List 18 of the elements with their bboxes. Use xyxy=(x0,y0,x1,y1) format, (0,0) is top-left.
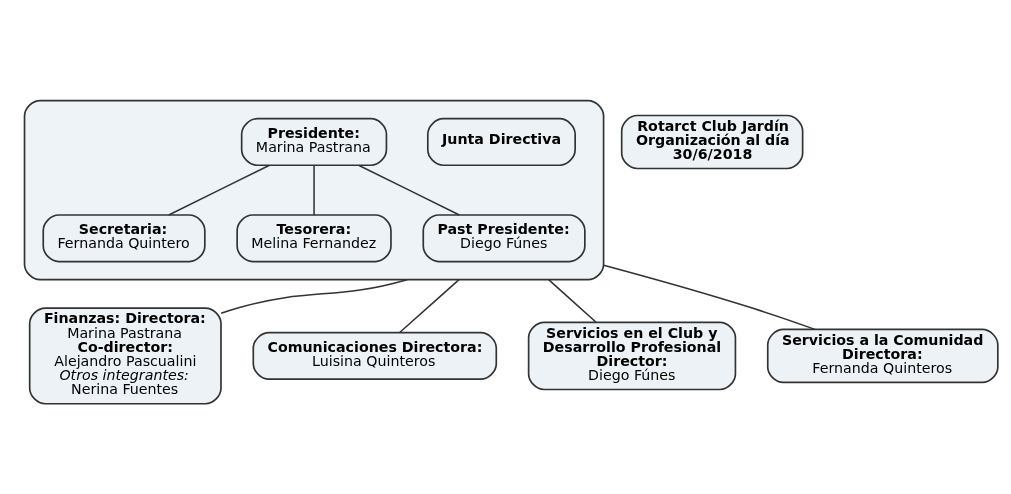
node-box: Junta Directiva xyxy=(426,117,576,167)
node-box: Comunicaciones Directora: Luisina Quinteros xyxy=(251,331,497,380)
connector xyxy=(357,164,460,216)
connector xyxy=(602,264,816,331)
node-box: Secretaria: Fernanda Quintero xyxy=(41,214,206,263)
connector xyxy=(547,278,597,323)
node-box: Past Presidente: Diego Fúnes xyxy=(421,214,586,263)
cluster xyxy=(23,99,604,281)
node-box: Rotarct Club Jardín Organización al día 30/6/2018 xyxy=(620,114,803,170)
connector xyxy=(312,164,315,216)
connector xyxy=(398,278,460,334)
connector xyxy=(219,278,408,315)
node-box: Servicios a la Comunidad Directora: Fernanda Quinteros xyxy=(766,328,999,384)
node-box: Tesorera: Melina Fernandez xyxy=(235,214,392,263)
connector xyxy=(167,164,270,216)
node-box: Servicios en el Club y Desarrollo Profesional Director: Diego Fúnes xyxy=(527,321,736,391)
node-box: Finanzas: Directora: Marina Pastrana Co-director: Alejandro Pascualini Otros integrantes: Nerina Fuentes xyxy=(28,307,222,405)
node-box: Presidente: Marina Pastrana xyxy=(240,117,387,167)
